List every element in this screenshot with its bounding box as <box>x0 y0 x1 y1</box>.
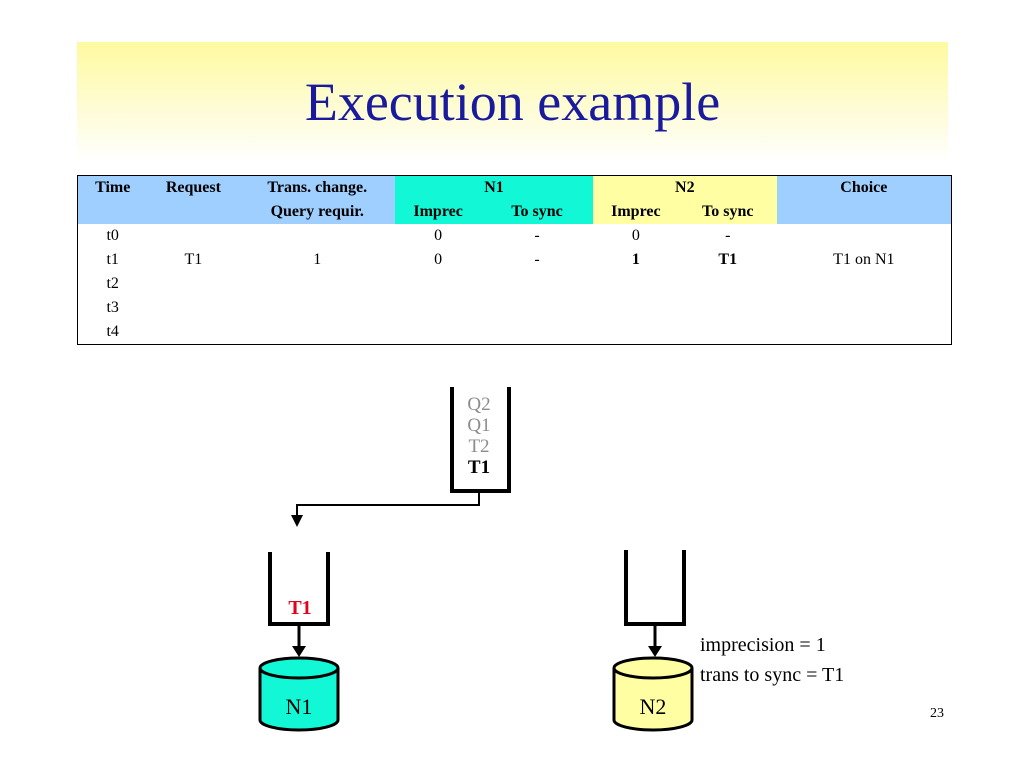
header-n2-imprec: Imprec <box>592 200 679 224</box>
cell-n1-sync: - <box>534 227 540 244</box>
route-line <box>296 491 480 518</box>
n2-arrowhead <box>648 646 662 657</box>
header-time: Time <box>77 175 148 200</box>
cell-trans: 1 <box>313 251 322 268</box>
n1-database <box>258 668 340 732</box>
cell-time: t4 <box>106 323 119 340</box>
note-imprecision: imprecision = 1 <box>700 634 826 656</box>
title-band <box>77 42 948 160</box>
header-n1-to-sync: To sync <box>481 200 593 224</box>
header-n2-to-sync: To sync <box>678 200 777 224</box>
header-time-sub <box>77 200 148 224</box>
header-request: Request <box>147 175 240 200</box>
header-choice-sub <box>776 200 952 224</box>
header-query-requir: Query requir. <box>239 200 396 224</box>
table-row: t3 <box>78 296 952 320</box>
table-row: t0 0 - 0 - <box>78 224 952 248</box>
cell-time: t1 <box>106 251 119 268</box>
table-row: t1 T1 1 0 - 1 T1 T1 on N1 <box>78 248 952 272</box>
header-request-sub <box>147 200 240 224</box>
cell-time: t2 <box>106 275 119 292</box>
n2-label: N2 <box>640 694 667 719</box>
cell-n1-imprec: 0 <box>434 227 443 244</box>
cell-time: t3 <box>106 299 119 316</box>
slide-title: Execution example <box>304 72 721 132</box>
n2-queue <box>624 550 686 626</box>
cell-n2-sync: T1 <box>718 251 738 268</box>
queue-item-t2: T2 <box>468 436 490 457</box>
n1-database-top <box>258 656 340 680</box>
queue-item-t1: T1 <box>467 457 491 478</box>
queue-item-q1: Q1 <box>467 415 491 436</box>
n1-arrowhead <box>292 646 306 657</box>
route-arrowhead <box>291 515 303 527</box>
header-n1-imprec: Imprec <box>395 200 482 224</box>
cell-choice: T1 on N1 <box>833 251 895 268</box>
cell-n1-sync: - <box>534 251 540 268</box>
n2-status-note: imprecision = 1 trans to sync = T1 <box>700 630 844 690</box>
n2-database-top <box>612 656 694 680</box>
incoming-queue <box>450 387 511 493</box>
note-trans-to-sync: trans to sync = T1 <box>700 664 845 686</box>
cell-time: t0 <box>106 227 119 244</box>
queue-item-q2: Q2 <box>467 394 491 415</box>
queue-items: Q2 Q1 T2 T1 <box>458 394 500 478</box>
n1-label: N1 <box>286 694 313 719</box>
header-n1: N1 <box>395 175 593 200</box>
cell-n1-imprec: 0 <box>434 251 443 268</box>
execution-table: Time Request Trans. change. N1 N2 Choice… <box>77 175 952 345</box>
header-choice: Choice <box>776 175 952 200</box>
n2-database <box>612 668 694 732</box>
cell-n2-imprec: 1 <box>631 251 640 268</box>
header-n2: N2 <box>592 175 777 200</box>
n1-queue-item: T1 <box>288 597 312 619</box>
cell-request: T1 <box>184 251 203 268</box>
page-number: 23 <box>930 706 944 721</box>
table-row: t2 <box>78 272 952 296</box>
table-row: t4 <box>78 320 952 345</box>
header-trans-change: Trans. change. <box>239 175 396 200</box>
cell-n2-sync: - <box>725 227 731 244</box>
cell-n2-imprec: 0 <box>631 227 640 244</box>
